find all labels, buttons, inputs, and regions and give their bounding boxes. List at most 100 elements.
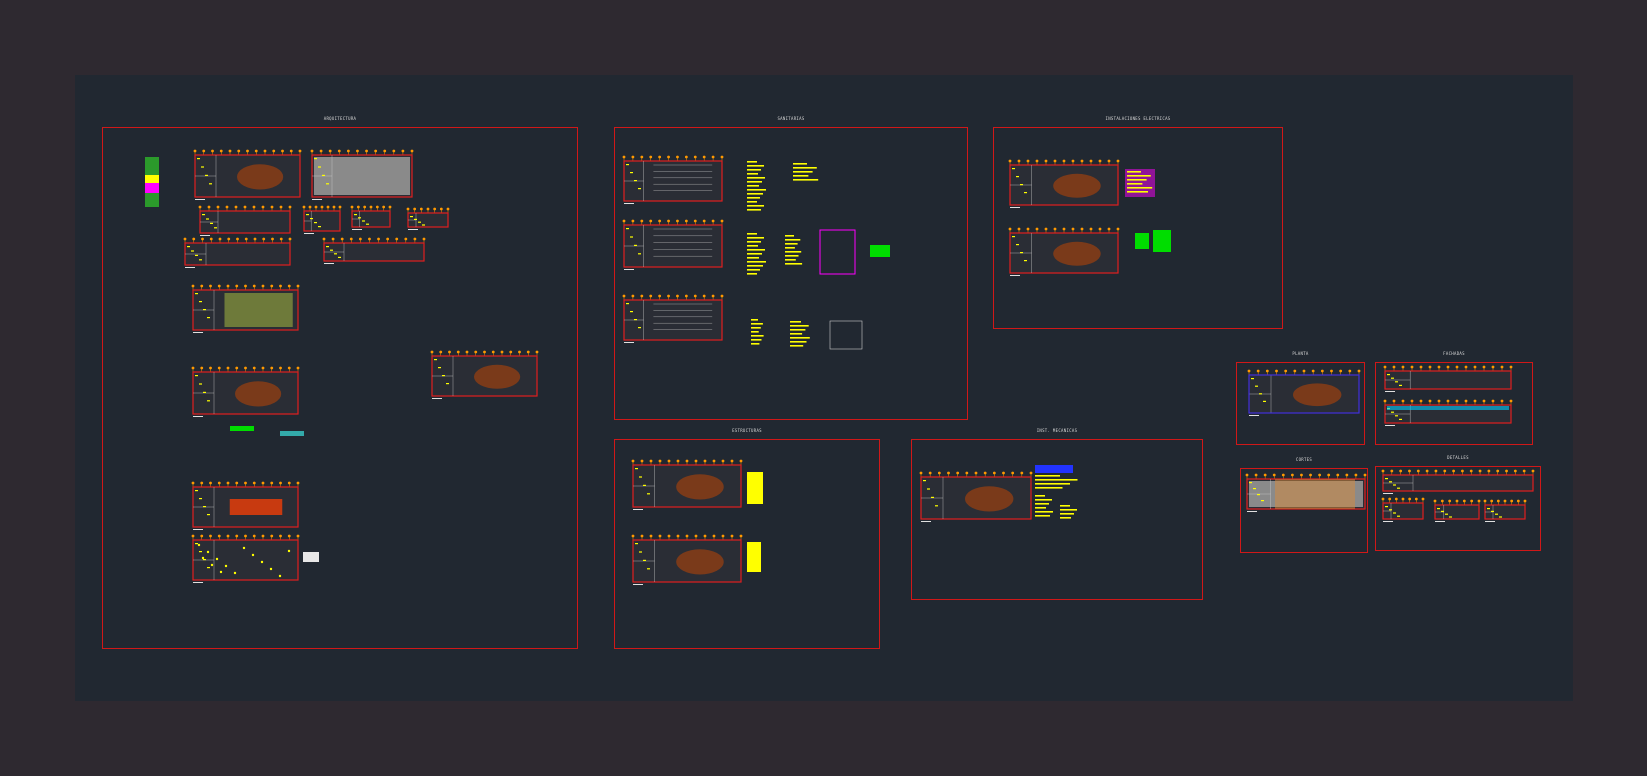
floor-plan-drawing[interactable] bbox=[430, 350, 539, 399]
floor-plan-drawing[interactable] bbox=[191, 366, 300, 417]
floor-plan-drawing[interactable] bbox=[622, 294, 724, 343]
grid-bubble bbox=[356, 205, 360, 209]
floor-plan-drawing[interactable] bbox=[350, 205, 392, 230]
detail-symbol bbox=[230, 426, 254, 431]
floor-plan-drawing[interactable] bbox=[631, 459, 743, 510]
sheet-frame-electricas[interactable]: INSTALACIONES ELECTRICAS bbox=[993, 116, 1283, 329]
floor-plan-drawing[interactable] bbox=[622, 155, 724, 204]
legend-text-line bbox=[751, 339, 762, 341]
floor-plan-drawing[interactable] bbox=[1381, 497, 1425, 522]
legend-text-line bbox=[747, 193, 763, 195]
annotation-mark bbox=[647, 568, 650, 570]
grid-bubble bbox=[310, 149, 314, 153]
grid-bubble bbox=[721, 459, 725, 463]
grid-bubble bbox=[382, 205, 386, 209]
floor-plan-drawing[interactable] bbox=[1008, 159, 1120, 208]
annotation-mark bbox=[203, 506, 206, 508]
floor-plan-drawing[interactable] bbox=[302, 205, 342, 234]
floor-plan-drawing[interactable] bbox=[193, 149, 302, 200]
grid-bubble bbox=[193, 149, 197, 153]
grid-bubble bbox=[392, 149, 396, 153]
floor-plan-drawing[interactable] bbox=[919, 471, 1033, 522]
floor-plan-drawing[interactable] bbox=[1381, 469, 1535, 494]
annotation-mark bbox=[201, 166, 204, 168]
auditorium-floor bbox=[965, 486, 1014, 512]
floor-plan-drawing[interactable] bbox=[1483, 499, 1527, 522]
floor-plan-drawing[interactable] bbox=[191, 284, 300, 333]
grid-bubble bbox=[363, 205, 367, 209]
grid-bubble bbox=[1245, 473, 1249, 477]
legend-text-line bbox=[751, 335, 764, 337]
grid-bubble bbox=[253, 237, 257, 241]
blue-outline bbox=[1248, 374, 1360, 414]
grid-bubble bbox=[340, 237, 344, 241]
floor-plan-drawing[interactable] bbox=[1383, 365, 1513, 392]
annotation-mark bbox=[1399, 418, 1402, 420]
legend-text-line bbox=[747, 165, 764, 167]
floor-plan-drawing[interactable] bbox=[191, 481, 300, 530]
grid-bubble bbox=[1089, 227, 1093, 231]
grid-bubble bbox=[244, 366, 247, 370]
grid-bubble bbox=[622, 155, 626, 159]
legend-text-line bbox=[751, 343, 760, 345]
grid-bubble bbox=[375, 205, 379, 209]
floor-plan-drawing[interactable] bbox=[1247, 369, 1361, 416]
sheet-frame-arquitectura[interactable]: ARQUITECTURA bbox=[102, 116, 578, 649]
annotation-mark bbox=[195, 293, 198, 295]
sheet-frame-fachadas[interactable]: FACHADAS bbox=[1375, 351, 1533, 445]
annotation-mark bbox=[1257, 494, 1260, 496]
annotation-mark bbox=[209, 183, 212, 185]
grid-bubble bbox=[730, 534, 734, 538]
floor-plan-drawing[interactable] bbox=[622, 219, 724, 270]
auditorium-floor bbox=[1293, 383, 1342, 407]
floor-plan-drawing[interactable] bbox=[1383, 399, 1513, 426]
grid-bubble bbox=[1446, 399, 1450, 403]
sheet-frame-estructuras[interactable]: ESTRUCTURAS bbox=[614, 428, 880, 649]
grid-bubble bbox=[1446, 365, 1450, 369]
grid-bubble bbox=[658, 294, 662, 298]
grid-bubble bbox=[622, 294, 626, 298]
floor-plan-drawing[interactable] bbox=[1008, 227, 1120, 276]
sheet-frame-planta[interactable]: PLANTA bbox=[1236, 351, 1365, 445]
legend-text-line bbox=[751, 327, 761, 329]
sheet-frame-mecanicas[interactable]: INST. MECANICAS bbox=[911, 428, 1203, 600]
floor-plan-drawing[interactable] bbox=[322, 237, 426, 264]
annotation-mark bbox=[1389, 509, 1392, 511]
floor-plan-drawing[interactable] bbox=[198, 205, 292, 236]
legend-text-line bbox=[1127, 175, 1151, 177]
floor-plan-drawing[interactable] bbox=[191, 534, 300, 583]
sheet-frame-cortes[interactable]: CORTES bbox=[1240, 457, 1368, 553]
grid-bubble bbox=[676, 155, 679, 159]
grid-bubble bbox=[1399, 469, 1403, 473]
grid-bubble bbox=[209, 237, 213, 241]
floor-plan-drawing[interactable] bbox=[310, 149, 414, 200]
floor-plan-drawing[interactable] bbox=[1433, 499, 1481, 522]
annotation-mark bbox=[354, 214, 357, 216]
annotation-mark bbox=[362, 220, 365, 222]
sheet-title: ARQUITECTURA bbox=[323, 116, 357, 121]
grid-bubble bbox=[322, 237, 326, 241]
annotation-mark bbox=[187, 246, 190, 248]
grid-bubble bbox=[319, 149, 323, 153]
grid-bubble bbox=[1011, 471, 1015, 475]
floor-plan-drawing[interactable] bbox=[631, 534, 743, 585]
annotation-mark bbox=[191, 250, 194, 252]
annotation-mark bbox=[422, 224, 425, 226]
sheet-frame-sanitarias[interactable]: SANITARIAS bbox=[614, 116, 968, 420]
grid-bubble bbox=[1531, 469, 1535, 473]
model-space-canvas[interactable]: ARQUITECTURA SANITARIAS INSTALACIONES EL… bbox=[75, 75, 1573, 701]
legend-text-line bbox=[747, 205, 764, 207]
grid-bubble bbox=[358, 237, 362, 241]
grid-bubble bbox=[1394, 497, 1398, 501]
grid-bubble bbox=[518, 350, 521, 354]
legend-text-line bbox=[747, 249, 765, 251]
floor-plan-drawing[interactable] bbox=[183, 237, 292, 268]
drawing-layer bbox=[145, 149, 1535, 585]
floor-plan-drawing[interactable] bbox=[406, 207, 450, 230]
grid-bubble bbox=[1491, 365, 1495, 369]
sheet-frame-detalles[interactable]: DETALLES bbox=[1375, 455, 1541, 551]
annotation-mark bbox=[1487, 508, 1490, 510]
legend-text-line bbox=[1127, 183, 1143, 185]
grid-bubble bbox=[271, 237, 274, 241]
